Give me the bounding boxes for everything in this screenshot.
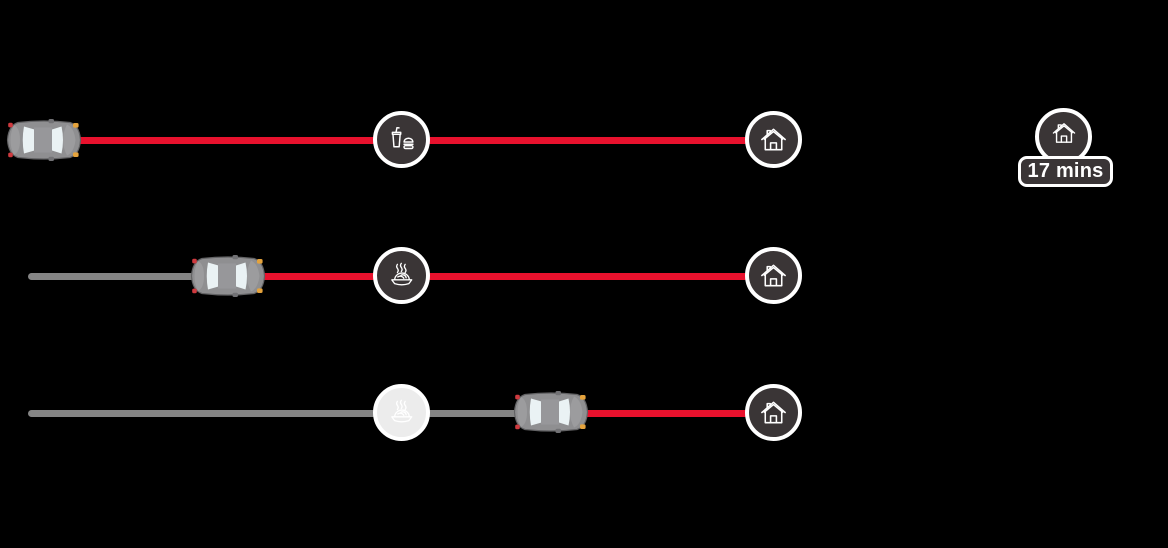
car-icon [511, 390, 591, 434]
car-icon [4, 118, 84, 162]
route-traveled-line [28, 409, 551, 417]
route-remaining-line [551, 409, 774, 417]
stop-home [745, 247, 802, 304]
route-traveled-line [28, 272, 228, 280]
hot-meal-icon [386, 260, 417, 291]
home-icon [758, 397, 789, 428]
stop-hot-meal [373, 247, 430, 304]
car-icon [188, 254, 268, 298]
home-icon [758, 260, 789, 291]
drink-and-burger-icon [386, 124, 417, 155]
eta-badge-label: 17 mins [1018, 156, 1113, 187]
stop-home [745, 384, 802, 441]
hot-meal-icon [386, 397, 417, 428]
home-icon [1050, 119, 1078, 147]
eta-badge-circle [1035, 108, 1092, 165]
home-icon [758, 124, 789, 155]
stop-home [745, 111, 802, 168]
stop-drink-and-burger [373, 111, 430, 168]
route-remaining-line [228, 272, 774, 280]
stop-hot-meal-passed [373, 384, 430, 441]
